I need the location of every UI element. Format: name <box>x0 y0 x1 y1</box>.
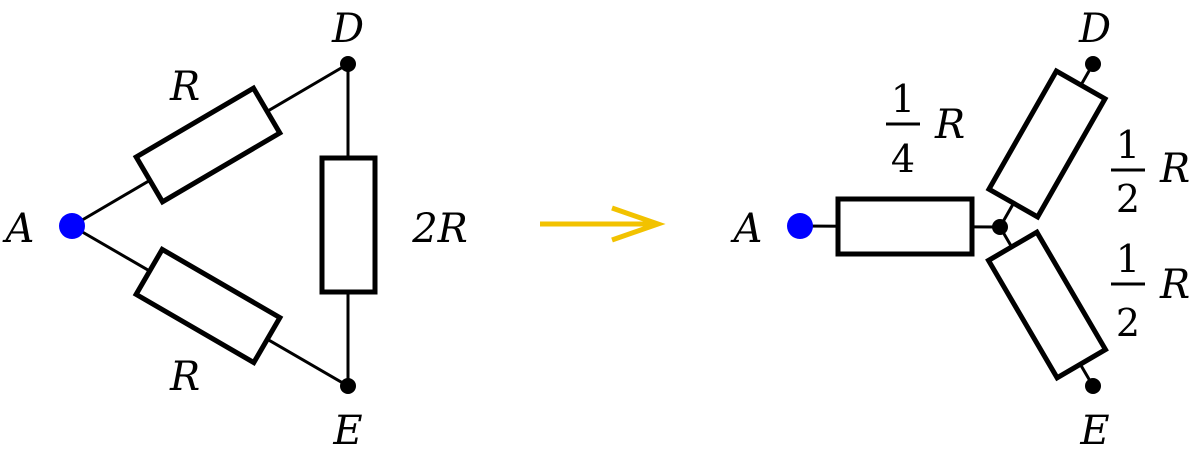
resistor-symbol: R <box>1159 146 1190 192</box>
label-resistor-ad: R <box>169 64 200 110</box>
transform-arrow-icon <box>540 205 666 243</box>
resistor-symbol: R <box>934 102 965 148</box>
node-d-dot <box>340 56 356 72</box>
resistor-e <box>985 228 1109 382</box>
node-d-dot <box>1085 56 1101 72</box>
center-node-dot <box>992 219 1008 235</box>
label-resistor-d: 1 2 R <box>1111 123 1190 221</box>
fraction-numerator: 1 <box>1116 123 1140 167</box>
fraction-denominator: 2 <box>1116 301 1140 345</box>
label-node-d: D <box>331 6 364 52</box>
label-node-e: E <box>332 408 362 452</box>
label-resistor-ae: R <box>169 354 200 400</box>
resistor-a <box>835 196 975 257</box>
resistor-d <box>985 67 1109 221</box>
fraction-denominator: 4 <box>891 137 915 181</box>
label-node-a: A <box>730 206 763 252</box>
node-e-dot <box>340 378 356 394</box>
resistor-ae <box>132 245 284 367</box>
label-resistor-e: 1 2 R <box>1111 237 1190 345</box>
label-node-a: A <box>2 206 35 252</box>
resistor-ad <box>132 84 284 206</box>
node-a-dot <box>59 213 85 239</box>
node-a-dot <box>787 213 813 239</box>
label-node-d: D <box>1078 6 1111 52</box>
node-e-dot <box>1085 378 1101 394</box>
delta-network: A D E R R 2R <box>2 6 468 452</box>
fraction-numerator: 1 <box>891 77 915 121</box>
label-node-e: E <box>1079 408 1109 452</box>
label-resistor-de: 2R <box>411 206 468 252</box>
fraction-denominator: 2 <box>1116 177 1140 221</box>
label-resistor-a: 1 4 R <box>886 77 965 181</box>
resistor-de <box>319 155 378 295</box>
resistor-symbol: R <box>1159 262 1190 308</box>
star-network: A D E 1 4 R 1 2 R 1 2 R <box>730 6 1191 452</box>
fraction-numerator: 1 <box>1116 237 1140 281</box>
